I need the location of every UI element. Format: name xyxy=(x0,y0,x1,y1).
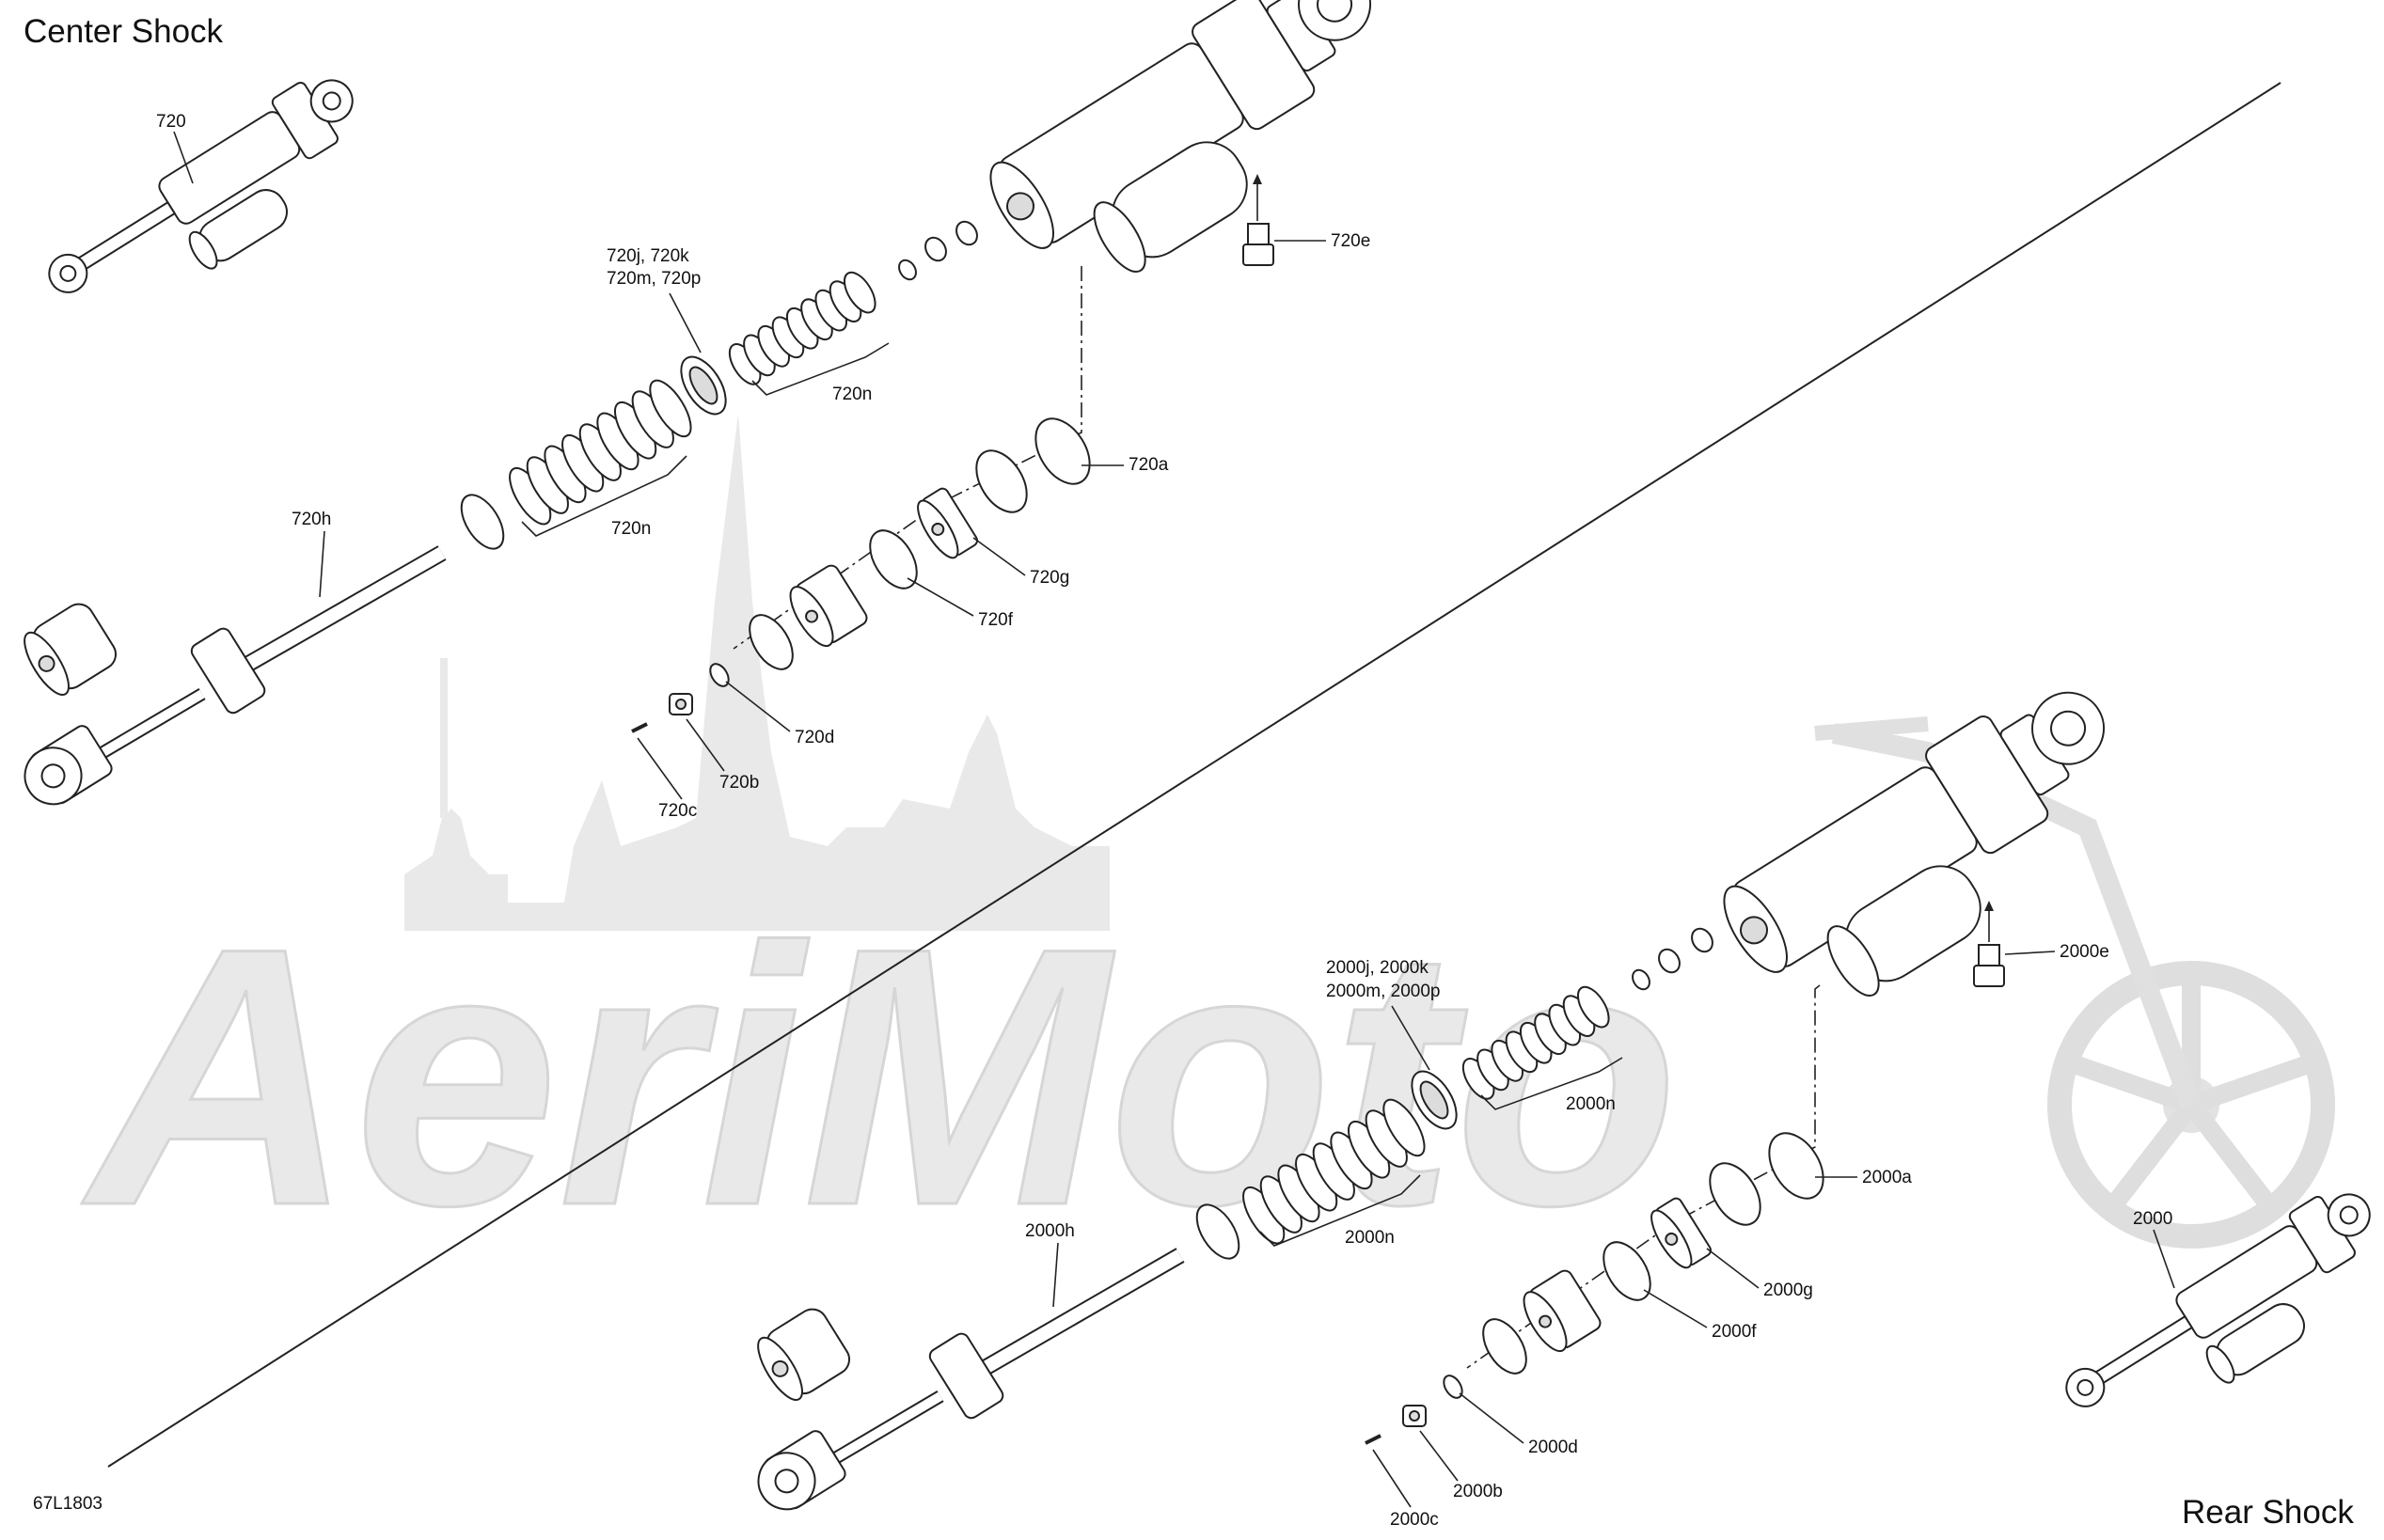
watermark-skyline xyxy=(404,414,1110,931)
center-reservoir-valve xyxy=(1242,223,1274,266)
rear-callout-seal: 2000f xyxy=(1712,1322,1757,1342)
center-callout-reservoir-valve: 720e xyxy=(1331,231,1370,251)
center-seal xyxy=(869,529,918,589)
rear-ring-small xyxy=(1482,1318,1527,1375)
center-shim-stack-large xyxy=(460,379,692,550)
center-bump-stop xyxy=(24,603,118,696)
center-small-washers xyxy=(898,220,978,281)
rear-callout-rod: 2000h xyxy=(1025,1221,1075,1241)
center-callout-nut: 720b xyxy=(719,773,759,793)
rear-seal xyxy=(1602,1241,1651,1301)
rear-assembly-thumbnail xyxy=(2065,1193,2371,1407)
rear-cap xyxy=(1443,1375,1463,1399)
center-cap xyxy=(709,663,730,687)
center-piston-assembly xyxy=(680,355,727,416)
rear-callout-shim-small: 2000n xyxy=(1566,1094,1616,1114)
rear-nut xyxy=(1402,1405,1427,1427)
rear-callout-bearing: 2000g xyxy=(1763,1281,1813,1300)
rear-callout-screw: 2000c xyxy=(1390,1510,1439,1530)
rear-callout-oring-large: 2000a xyxy=(1862,1168,1912,1187)
rear-callout-cap: 2000d xyxy=(1528,1438,1578,1457)
rear-shaft-rod xyxy=(757,1248,1185,1511)
watermark-text: AeriMoto xyxy=(78,872,1679,1281)
rear-small-washers xyxy=(1632,927,1713,991)
center-shock-title: Center Shock xyxy=(24,13,224,50)
rear-callout-assembly: 2000 xyxy=(2133,1209,2172,1229)
center-screw xyxy=(631,722,648,733)
rear-bearing xyxy=(1650,1197,1713,1269)
center-callout-piston-line1: 720j, 720k xyxy=(607,246,689,266)
rear-callout-nut: 2000b xyxy=(1453,1482,1503,1501)
center-piston-body xyxy=(789,564,868,648)
center-callout-cap: 720d xyxy=(795,728,834,747)
center-callout-rod: 720h xyxy=(292,510,331,529)
rear-oring-large xyxy=(1768,1132,1824,1200)
rear-shim-stack-large xyxy=(1195,1098,1426,1260)
watermark-motorcycle xyxy=(1814,716,2335,1249)
center-callout-shim-small: 720n xyxy=(832,385,872,404)
center-assembly-thumbnail xyxy=(48,79,354,293)
center-callout-oring-large: 720a xyxy=(1129,455,1169,475)
center-shock-body xyxy=(989,0,1372,273)
watermark-flagpole xyxy=(440,658,448,818)
center-callout-shim-large: 720n xyxy=(611,519,651,539)
center-callout-screw: 720c xyxy=(658,801,697,821)
center-oring-large xyxy=(1034,417,1091,485)
rear-piston-assembly xyxy=(1411,1070,1458,1130)
rear-screw xyxy=(1365,1434,1381,1445)
center-shim-stack-small xyxy=(728,271,876,385)
rear-bump-stop xyxy=(757,1308,851,1401)
rear-piston-body xyxy=(1523,1269,1602,1353)
rear-callout-reservoir-valve: 2000e xyxy=(2060,942,2109,962)
rear-callout-shim-large: 2000n xyxy=(1345,1228,1395,1248)
rear-reservoir-valve xyxy=(1973,944,2005,987)
center-nut xyxy=(669,693,693,715)
center-callout-piston-line2: 720m, 720p xyxy=(607,269,701,289)
rear-shock-title: Rear Shock xyxy=(2182,1494,2354,1531)
center-shaft-rod xyxy=(24,545,447,806)
center-bearing xyxy=(917,487,979,559)
rear-shim-stack-small xyxy=(1461,985,1610,1100)
center-callout-bearing: 720g xyxy=(1030,568,1069,588)
rear-callout-piston-line2: 2000m, 2000p xyxy=(1326,982,1441,1001)
section-divider-line xyxy=(107,82,2281,1468)
center-callout-assembly: 720 xyxy=(156,112,186,132)
rear-shock-body xyxy=(1723,691,2106,997)
rear-callout-piston-line1: 2000j, 2000k xyxy=(1326,958,1429,978)
center-ring-small xyxy=(749,614,794,670)
center-callout-seal: 720f xyxy=(978,610,1014,630)
drawing-number: 67L1803 xyxy=(33,1494,103,1514)
